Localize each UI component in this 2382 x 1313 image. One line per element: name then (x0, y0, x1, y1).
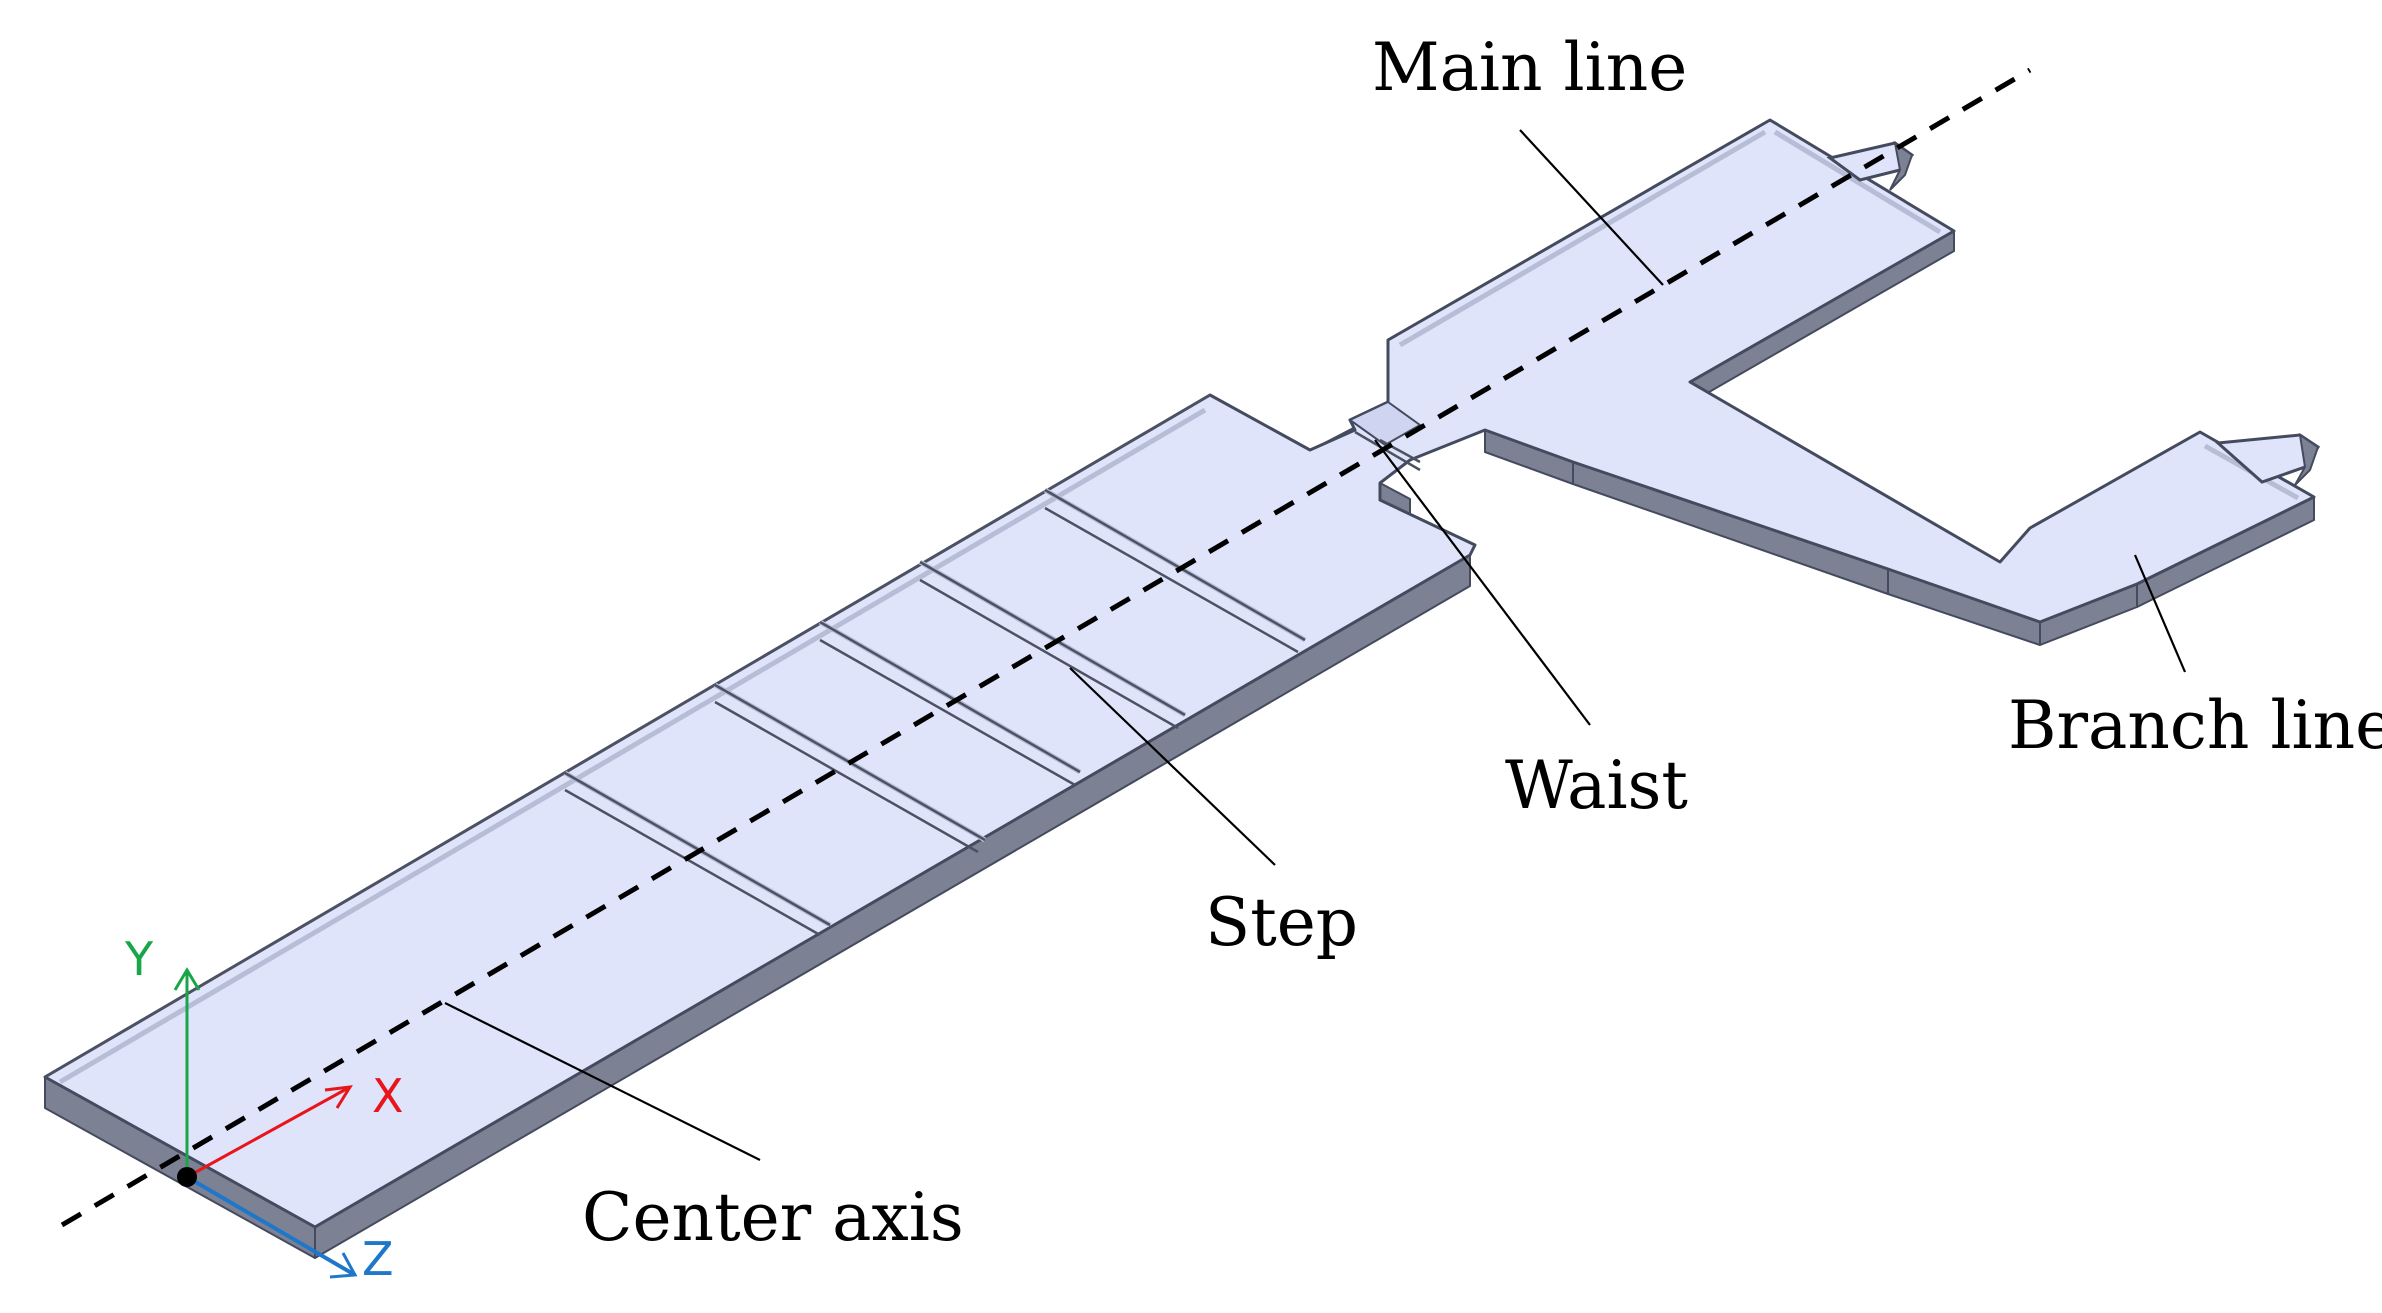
step-label: Step (1205, 884, 1358, 961)
branch-line-label: Branch line (2008, 687, 2382, 764)
back-edge (44, 393, 1211, 1079)
waist-feature (1348, 400, 1422, 472)
origin-dot (177, 1167, 197, 1187)
branch-line-leader (2133, 554, 2187, 673)
main-line-leader (1519, 129, 1664, 286)
waist-label: Waist (1505, 747, 1688, 824)
z-axis-arrow (185, 1175, 357, 1277)
center-axis-line (60, 67, 2032, 1228)
leader-lines (444, 129, 2187, 1161)
x-arrowhead-icon (324, 1085, 353, 1109)
z-arrowhead-icon (329, 1252, 358, 1279)
z-axis-label: Z (362, 1232, 394, 1286)
center-axis-leader (444, 1002, 761, 1161)
y-arrowhead-icon (173, 967, 201, 991)
coordinate-axes: Y X Z (124, 932, 404, 1286)
y-axis-label: Y (124, 932, 154, 986)
waist-leader (1374, 439, 1591, 726)
main-line-label: Main line (1372, 29, 1687, 106)
step-leader (1069, 667, 1276, 866)
x-axis-label: X (372, 1069, 404, 1123)
waveguide-top-surface (43, 118, 2316, 1229)
x-axis-arrow (186, 1085, 351, 1179)
center-axis-label: Center axis (582, 1179, 964, 1256)
step-seams (563, 487, 1307, 937)
port-tips (1826, 140, 2321, 486)
